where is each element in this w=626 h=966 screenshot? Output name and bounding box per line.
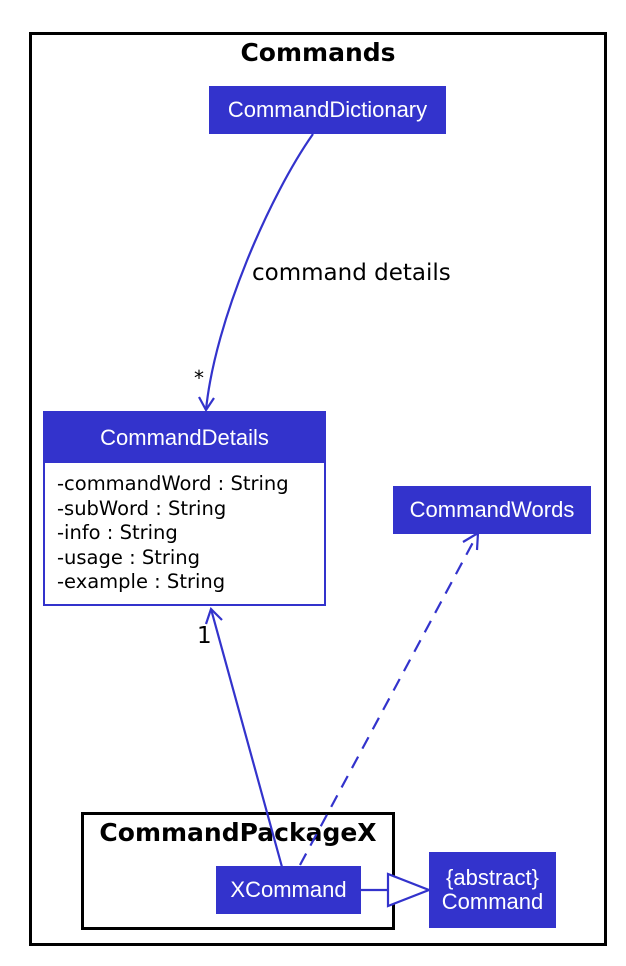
attribute-info: -info : String bbox=[57, 521, 178, 544]
commands-frame bbox=[29, 32, 607, 946]
association-dictionary-details bbox=[204, 133, 314, 411]
class-command-details-name: CommandDetails bbox=[45, 413, 324, 463]
package-frame-title: CommandPackageX bbox=[99, 818, 377, 847]
association-xcommand-details-arrowhead bbox=[204, 606, 223, 625]
edge-label-command-details: command details bbox=[252, 260, 451, 286]
generalization-triangle bbox=[386, 872, 433, 908]
association-xcommand-details bbox=[209, 608, 284, 868]
class-command-details[interactable]: CommandDetails -commandWord : String -su… bbox=[43, 411, 326, 606]
attribute-example: -example : String bbox=[57, 570, 226, 593]
attribute-command-word: -commandWord : String bbox=[57, 472, 289, 495]
multiplicity-many: * bbox=[194, 366, 204, 390]
association-dictionary-details-arrowhead bbox=[198, 396, 215, 413]
class-x-command[interactable]: XCommand bbox=[216, 866, 361, 914]
multiplicity-one: 1 bbox=[197, 623, 212, 649]
class-command-words[interactable]: CommandWords bbox=[393, 486, 591, 534]
class-command-dictionary[interactable]: CommandDictionary bbox=[209, 86, 446, 134]
class-command-stereotype: {abstract} bbox=[446, 864, 539, 890]
attribute-sub-word: -subWord : String bbox=[57, 496, 227, 520]
dependency-xcommand-commandwords bbox=[299, 532, 479, 866]
class-command[interactable]: {abstract} Command bbox=[429, 852, 556, 928]
class-command-name: Command bbox=[441, 889, 544, 914]
commands-frame-title: Commands bbox=[240, 38, 396, 67]
attribute-usage: -usage : String bbox=[57, 545, 201, 569]
package-frame bbox=[81, 812, 395, 930]
class-command-details-attributes: -commandWord : String -subWord : String … bbox=[45, 463, 324, 595]
